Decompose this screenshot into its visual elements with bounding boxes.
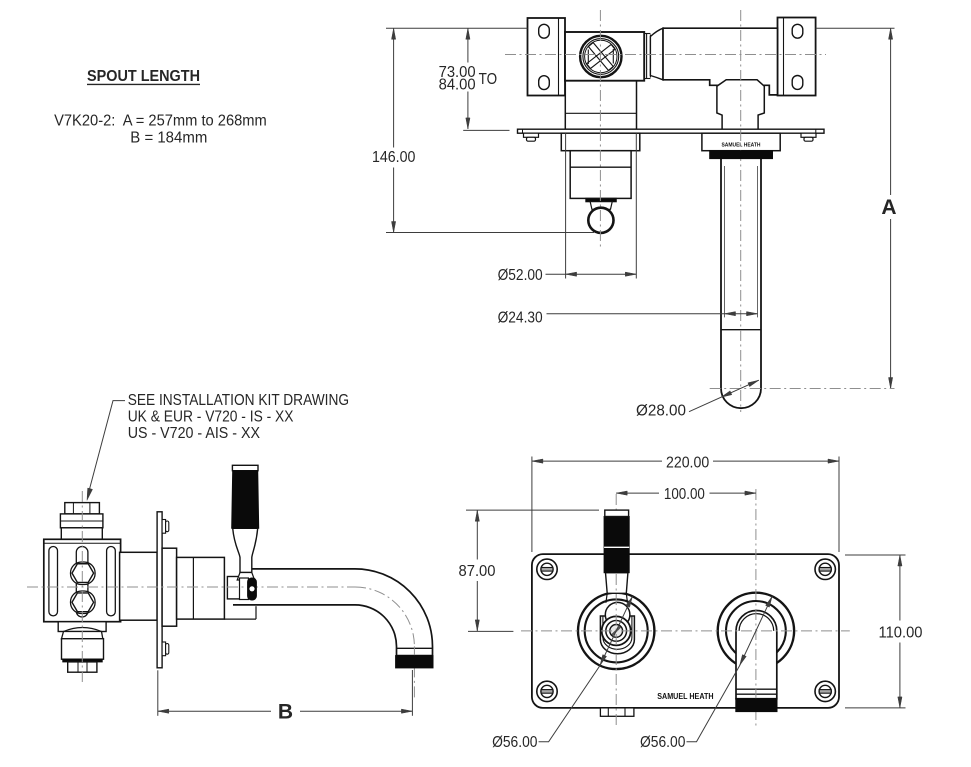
svg-text:SPOUT LENGTH: SPOUT LENGTH <box>87 68 200 85</box>
svg-text:V7K20-2: A = 257mm to 268mm: V7K20-2: A = 257mm to 268mm <box>54 113 267 130</box>
svg-text:TO: TO <box>479 71 498 88</box>
svg-text:87.00: 87.00 <box>459 563 496 580</box>
svg-text:SEE INSTALLATION KIT DRAWING: SEE INSTALLATION KIT DRAWING <box>128 392 349 409</box>
svg-text:UK & EUR - V720 - IS - XX: UK & EUR - V720 - IS - XX <box>128 409 294 426</box>
svg-text:Ø28.00: Ø28.00 <box>636 402 686 419</box>
svg-text:Ø56.00: Ø56.00 <box>640 734 686 751</box>
svg-text:146.00: 146.00 <box>372 149 416 166</box>
svg-text:220.00: 220.00 <box>666 455 710 472</box>
svg-text:B: B <box>278 701 293 724</box>
svg-text:Ø52.00: Ø52.00 <box>498 267 543 284</box>
svg-text:Ø24.30: Ø24.30 <box>498 309 543 326</box>
svg-text:SAMUEL HEATH: SAMUEL HEATH <box>657 691 713 701</box>
svg-text:84.00: 84.00 <box>439 76 476 93</box>
svg-text:110.00: 110.00 <box>879 624 923 641</box>
svg-text:100.00: 100.00 <box>664 486 705 503</box>
svg-text:US - V720 - AIS - XX: US - V720 - AIS - XX <box>128 425 261 442</box>
svg-text:A: A <box>881 196 896 219</box>
svg-text:73.00: 73.00 <box>439 64 476 81</box>
svg-text:B = 184mm: B = 184mm <box>130 130 207 147</box>
svg-text:Ø56.00: Ø56.00 <box>492 734 538 751</box>
